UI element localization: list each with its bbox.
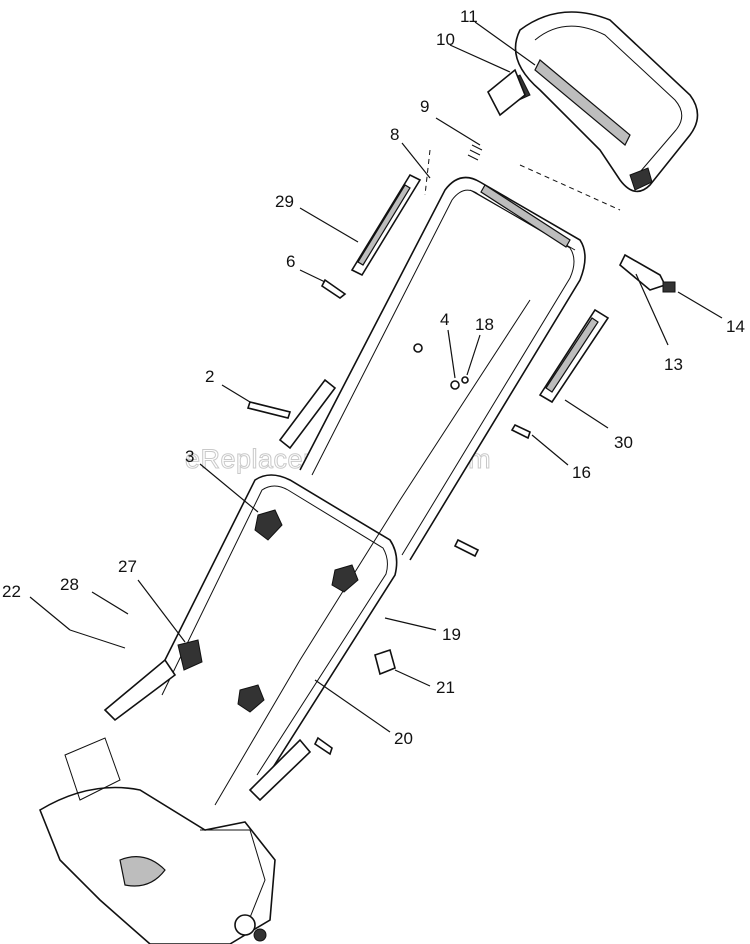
nut-4-18 <box>413 343 469 390</box>
knob-3 <box>254 509 283 541</box>
knob-lower <box>237 564 359 713</box>
callout-21: 21 <box>436 678 455 697</box>
callout-22: 22 <box>2 582 21 601</box>
bolt-2 <box>246 401 292 419</box>
callout-10: 10 <box>436 30 455 49</box>
callout-13: 13 <box>664 355 683 374</box>
mower-deck <box>39 737 276 944</box>
callout-16: 16 <box>572 463 591 482</box>
callout-14: 14 <box>726 317 745 336</box>
callout-29: 29 <box>275 192 294 211</box>
rod-22 <box>69 629 126 649</box>
callout-8: 8 <box>390 125 399 144</box>
callout-9: 9 <box>420 97 429 116</box>
callout-28: 28 <box>60 575 79 594</box>
callout-6: 6 <box>286 252 295 271</box>
upper-handle <box>299 149 621 561</box>
bolt-lower <box>313 538 480 756</box>
leader-lines <box>29 21 723 733</box>
handle-grip-right <box>538 308 610 404</box>
callout-27: 27 <box>118 557 137 576</box>
lower-handle <box>103 474 398 802</box>
control-bar-assembly <box>486 11 699 193</box>
bolt-16 <box>510 423 531 440</box>
callout-18: 18 <box>475 315 494 334</box>
callout-30: 30 <box>614 433 633 452</box>
bushing-21 <box>374 648 396 676</box>
handle-grip-left <box>350 173 422 277</box>
bolt-6 <box>320 278 347 299</box>
cable-adjuster <box>619 253 676 293</box>
callout-2: 2 <box>205 367 214 386</box>
callout-11: 11 <box>460 7 478 26</box>
cable-clip <box>278 378 337 450</box>
callout-19: 19 <box>442 625 461 644</box>
callout-labels: 11 10 9 8 29 6 4 18 14 13 2 30 3 16 22 2… <box>2 7 745 748</box>
callout-20: 20 <box>394 729 413 748</box>
callout-4: 4 <box>440 310 449 329</box>
spring <box>467 144 483 161</box>
callout-3: 3 <box>185 447 194 466</box>
cable-guide-27 <box>177 639 203 671</box>
